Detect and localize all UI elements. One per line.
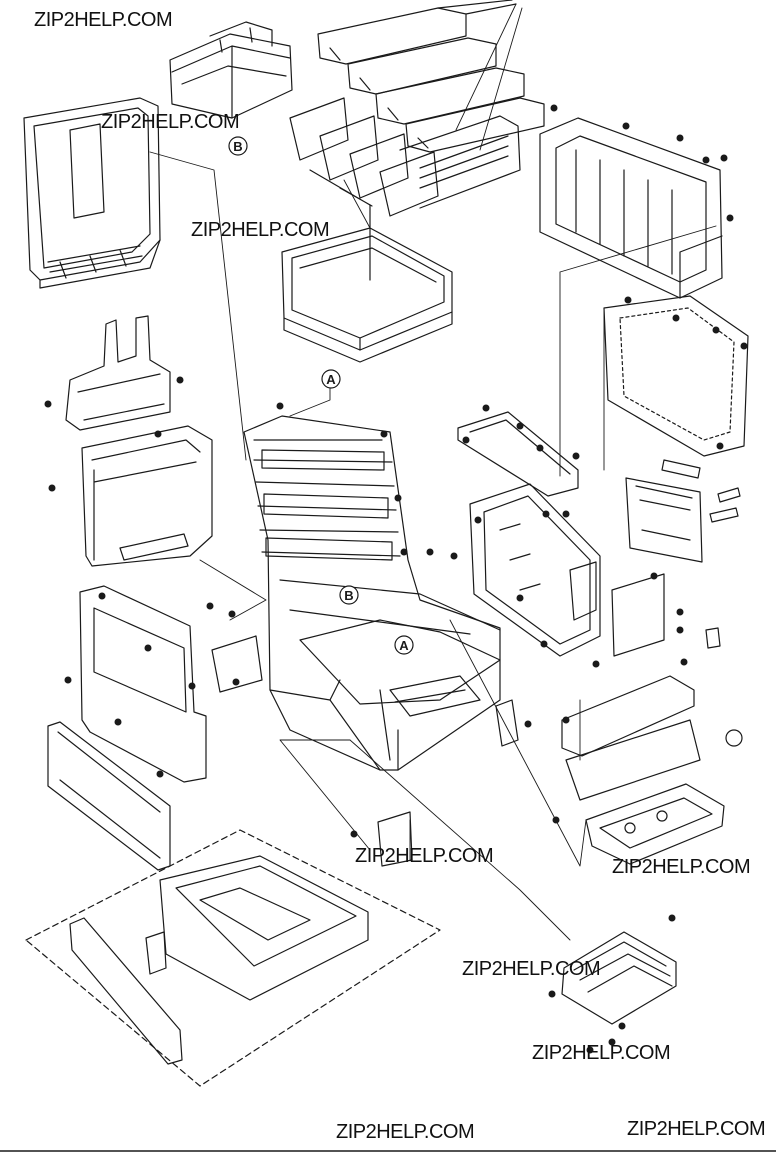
duplex-unit-part [561, 931, 677, 1025]
callout-a-top: A [321, 369, 341, 389]
watermark-text: ZIP2HELP.COM [462, 958, 601, 980]
side-panel-part [603, 295, 749, 457]
image-drums-part [289, 97, 521, 217]
watermark-text: ZIP2HELP.COM [355, 845, 494, 867]
top-cover-part [23, 97, 161, 289]
sub-board-part [611, 573, 665, 657]
control-board-part [625, 459, 741, 563]
callout-a-body: A [394, 635, 414, 655]
upper-bracket-part [457, 411, 579, 497]
led-head-part [169, 21, 293, 119]
toner-cartridges-part [317, 0, 545, 153]
watermark-text: ZIP2HELP.COM [612, 856, 751, 878]
callout-b-top-label: B [233, 139, 242, 154]
rear-frame-part [539, 117, 723, 299]
power-supply-part [469, 483, 601, 657]
small-bracket-part [211, 627, 721, 867]
watermark-text: ZIP2HELP.COM [34, 9, 173, 31]
leader-lines [149, 3, 717, 941]
fuser-part [561, 675, 743, 865]
left-frame-part [81, 425, 213, 567]
main-chassis-part [243, 415, 501, 771]
watermark-text: ZIP2HELP.COM [336, 1121, 475, 1143]
watermark-text: ZIP2HELP.COM [627, 1118, 766, 1140]
watermark-text: ZIP2HELP.COM [101, 111, 240, 133]
watermark-text: ZIP2HELP.COM [532, 1042, 671, 1064]
callout-a-top-label: A [326, 372, 336, 387]
screws [44, 104, 748, 1054]
callout-b-body: B [339, 585, 359, 605]
callout-b-body-label: B [344, 588, 353, 603]
callout-b-top: B [228, 136, 248, 156]
paper-tray-part [25, 829, 441, 1087]
manual-feeder-part [65, 315, 171, 431]
callout-a-body-label: A [399, 638, 409, 653]
front-door-part [79, 585, 207, 783]
watermark-text: ZIP2HELP.COM [191, 219, 330, 241]
side-cover-part [47, 721, 171, 871]
